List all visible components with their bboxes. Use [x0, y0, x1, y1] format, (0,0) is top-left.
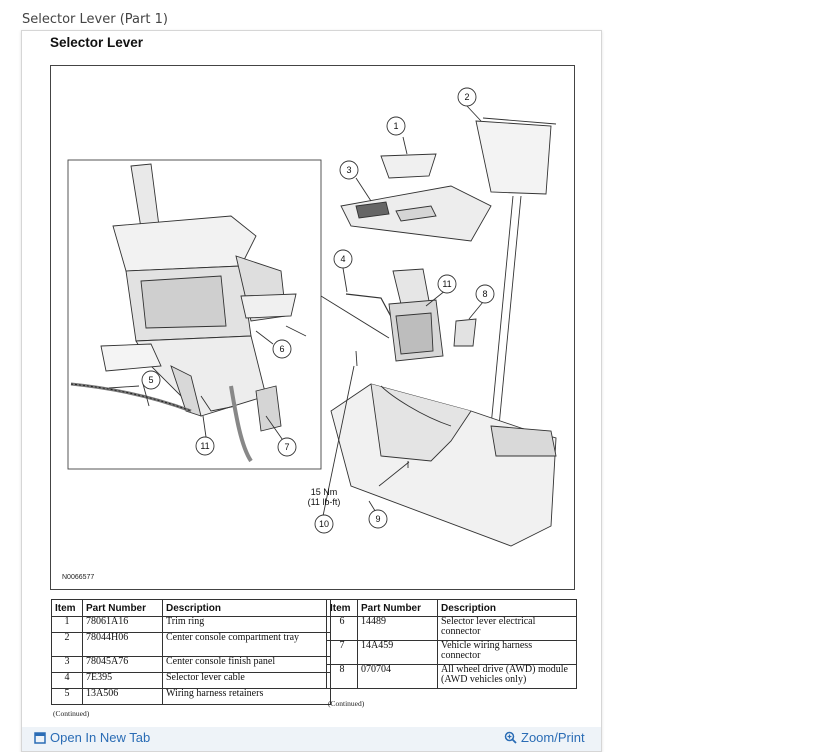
callout-label-8: 8 [482, 289, 487, 299]
open-in-new-tab-label: Open In New Tab [50, 730, 151, 745]
part-number-cell: 14A459 [357, 640, 438, 665]
part-number-cell: 78061A16 [82, 616, 163, 633]
figure-id: N0066577 [62, 574, 95, 581]
col-header-description: Description [437, 599, 577, 617]
item-cell: 4 [51, 672, 83, 689]
table-row: 4 7E395 Selector lever cable [51, 672, 331, 689]
callout-1 [386, 116, 406, 136]
description-cell: All wheel drive (AWD) module (AWD vehicl… [437, 664, 577, 689]
exploded-view-illustration: 1 2 3 4 5 6 7 8 9 10 11 11 15 Nm (11 lb-… [50, 65, 575, 590]
callout-label-6: 6 [279, 344, 284, 354]
callout-label-1: 1 [393, 121, 398, 131]
part-number-cell: 13A506 [82, 688, 163, 705]
parts-table-left: Item Part Number Description 1 78061A16 … [51, 599, 331, 705]
table-row: 3 78045A76 Center console finish panel [51, 656, 331, 673]
col-header-item: Item [51, 599, 83, 617]
callout-label-10: 10 [319, 519, 329, 529]
continued-note-left: (Continued) [53, 709, 90, 718]
col-header-part-number: Part Number [357, 599, 438, 617]
figure-footer-bar: Open In New Tab Zoom/Print [22, 727, 601, 751]
table-row: 7 14A459 Vehicle wiring harness connecto… [326, 640, 577, 665]
illustration-drawing: 1 2 3 4 5 6 7 8 9 10 11 11 15 Nm (11 lb-… [67, 87, 557, 547]
description-cell: Selector lever cable [162, 672, 331, 689]
item-cell: 3 [51, 656, 83, 673]
zoom-print-link[interactable]: Zoom/Print [504, 730, 585, 745]
open-in-new-tab-link[interactable]: Open In New Tab [34, 730, 150, 745]
table-row: 2 78044H06 Center console compartment tr… [51, 632, 331, 657]
callout-label-5: 5 [148, 375, 153, 385]
item-cell: 8 [326, 664, 358, 689]
callout-7 [277, 437, 297, 457]
table-row: 1 78061A16 Trim ring [51, 616, 331, 633]
table-row: 8 070704 All wheel drive (AWD) module (A… [326, 664, 577, 689]
callout-label-3: 3 [346, 165, 351, 175]
callout-4 [333, 249, 353, 269]
table-header-row: Item Part Number Description [326, 599, 577, 617]
torque-label-lbft: (11 lb-ft) [308, 497, 341, 507]
callout-label-4: 4 [340, 254, 345, 264]
description-cell: Center console finish panel [162, 656, 331, 673]
zoom-print-label: Zoom/Print [521, 730, 585, 745]
torque-label-nm: 15 Nm [311, 487, 338, 497]
item-cell: 2 [51, 632, 83, 657]
item-cell: 6 [326, 616, 358, 641]
callout-9 [368, 509, 388, 529]
description-cell: Vehicle wiring harness connector [437, 640, 577, 665]
description-cell: Selector lever electrical connector [437, 616, 577, 641]
callout-10 [314, 514, 334, 534]
callout-6 [272, 339, 292, 359]
zoom-icon [504, 731, 517, 744]
part-number-cell: 78044H06 [82, 632, 163, 657]
part-number-cell: 7E395 [82, 672, 163, 689]
callout-label-7: 7 [284, 442, 289, 452]
callout-11-inset [195, 436, 215, 456]
description-cell: Center console compartment tray [162, 632, 331, 657]
description-cell: Wiring harness retainers [162, 688, 331, 705]
callout-5 [141, 370, 161, 390]
item-cell: 1 [51, 616, 83, 633]
callout-3 [339, 160, 359, 180]
figure-title: Selector Lever [50, 35, 144, 50]
callout-2 [457, 87, 477, 107]
item-cell: 5 [51, 688, 83, 705]
col-header-description: Description [162, 599, 331, 617]
description-cell: Trim ring [162, 616, 331, 633]
callout-11-main [437, 274, 457, 294]
part-number-cell: 070704 [357, 664, 438, 689]
callout-label-11-inset: 11 [200, 441, 209, 451]
callout-8 [475, 284, 495, 304]
part-number-cell: 78045A76 [82, 656, 163, 673]
figure-panel: Selector Lever [21, 30, 602, 752]
page-heading: Selector Lever (Part 1) [22, 12, 168, 27]
callout-label-2: 2 [464, 92, 469, 102]
callout-label-9: 9 [375, 514, 380, 524]
part-number-cell: 14489 [357, 616, 438, 641]
col-header-part-number: Part Number [82, 599, 163, 617]
table-header-row: Item Part Number Description [51, 599, 331, 617]
table-row: 6 14489 Selector lever electrical connec… [326, 616, 577, 641]
col-header-item: Item [326, 599, 358, 617]
item-cell: 7 [326, 640, 358, 665]
continued-note-right: (Continued) [328, 699, 365, 708]
parts-table-right: Item Part Number Description 6 14489 Sel… [326, 599, 577, 689]
table-row: 5 13A506 Wiring harness retainers [51, 688, 331, 705]
callout-label-11-main: 11 [442, 279, 451, 289]
open-in-new-tab-icon [34, 731, 46, 744]
